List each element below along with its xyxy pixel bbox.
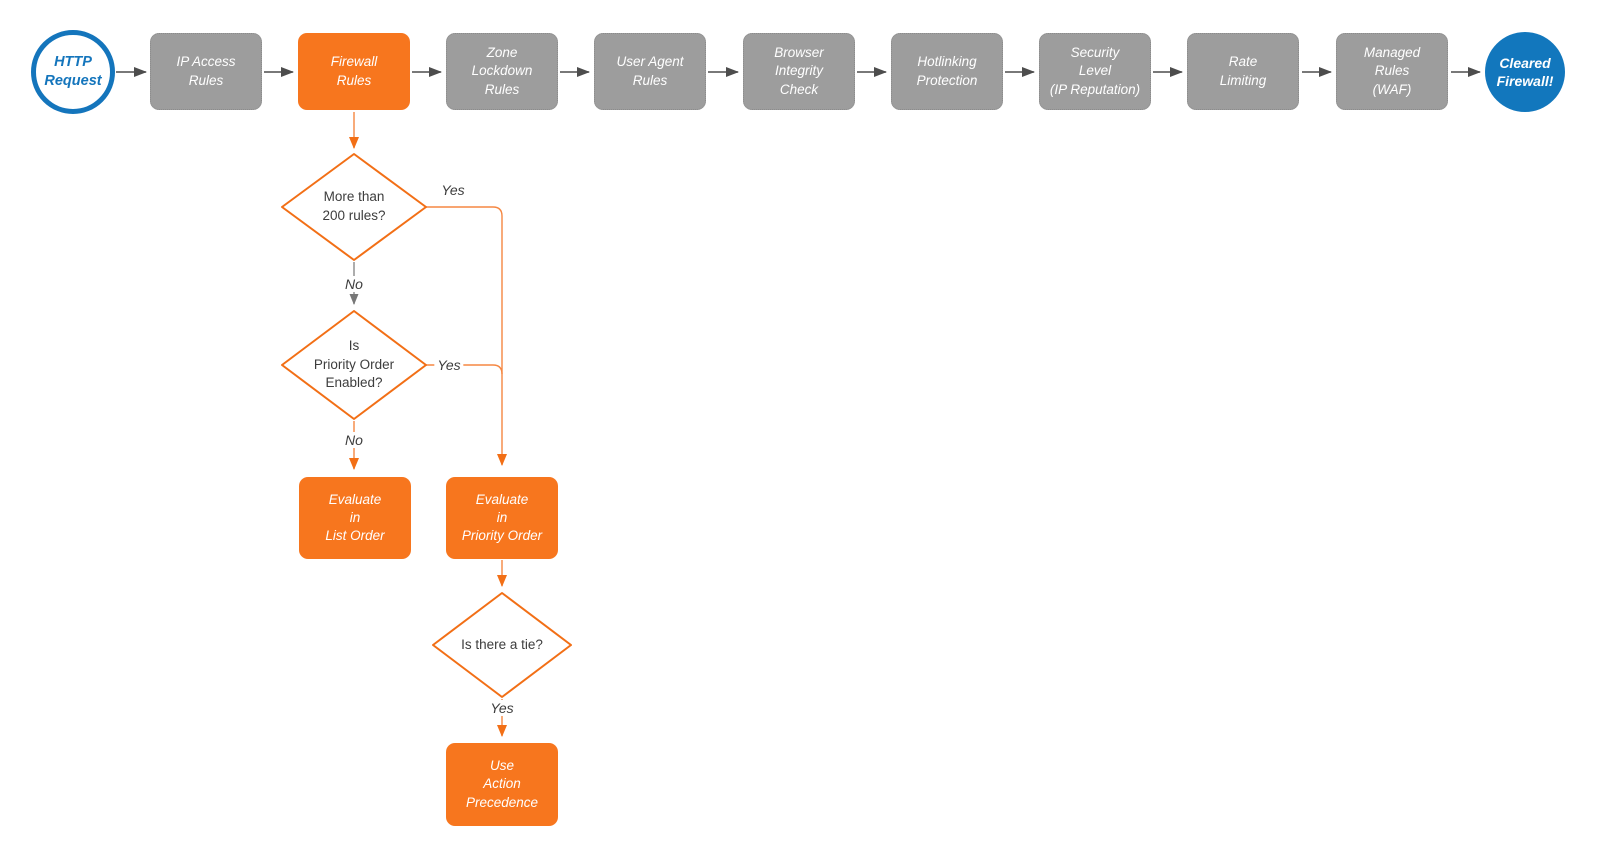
- edge-label-yes-decision2: Yes: [434, 357, 464, 373]
- node-ip-access-rules: IP Access Rules: [150, 33, 262, 110]
- arrow-decision1-yes: [426, 206, 507, 466]
- decision-more-than-200-rules: More than 200 rules?: [322, 189, 386, 223]
- node-cleared-firewall: Cleared Firewall!: [1485, 32, 1565, 112]
- edge-label-yes-decision1: Yes: [438, 182, 468, 198]
- node-managed-rules-waf: Managed Rules (WAF): [1336, 33, 1448, 110]
- node-http-request: HTTP Request: [31, 30, 115, 114]
- node-browser-integrity-check: Browser Integrity Check: [743, 33, 855, 110]
- node-firewall-rules: Firewall Rules: [298, 33, 410, 110]
- node-evaluate-list-order: Evaluate in List Order: [299, 477, 411, 559]
- node-use-action-precedence: Use Action Precedence: [446, 743, 558, 826]
- decision-is-there-a-tie: Is there a tie?: [461, 636, 543, 652]
- node-hotlinking-protection: Hotlinking Protection: [891, 33, 1003, 110]
- edge-label-no-decision2: No: [342, 432, 366, 448]
- decision-priority-order-enabled: Is Priority Order Enabled?: [313, 337, 395, 391]
- edge-label-yes-decision3: Yes: [487, 700, 517, 716]
- node-security-level: Security Level (IP Reputation): [1039, 33, 1151, 110]
- node-rate-limiting: Rate Limiting: [1187, 33, 1299, 110]
- node-zone-lockdown-rules: Zone Lockdown Rules: [446, 33, 558, 110]
- node-user-agent-rules: User Agent Rules: [594, 33, 706, 110]
- node-evaluate-priority-order: Evaluate in Priority Order: [446, 477, 558, 559]
- edge-label-no-decision1: No: [342, 276, 366, 292]
